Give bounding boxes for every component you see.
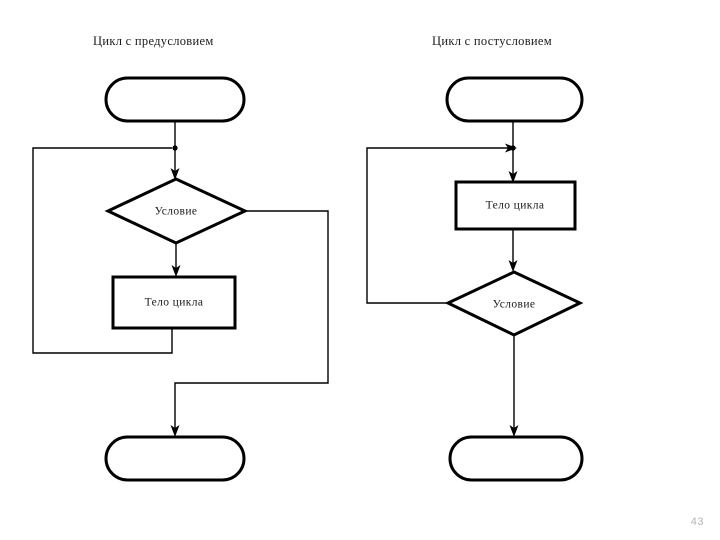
diagram-pre-condition: Условие Тело цикла	[32, 76, 329, 482]
arrow-head-feedback-right	[505, 143, 517, 153]
node-condition-label-left: Условие	[155, 206, 198, 218]
diagram-title-post-condition: Цикл с постусловием	[432, 34, 552, 48]
node-start-terminator-right[interactable]	[445, 76, 584, 123]
node-body-process-left[interactable]	[111, 275, 237, 330]
arrow-head-to-body-right	[508, 171, 518, 183]
arrow-head-to-end-left	[170, 425, 180, 437]
node-body-label-left: Тело цикла	[145, 297, 204, 309]
diagram-post-condition: Тело цикла Условие	[366, 76, 584, 482]
arrow-head-to-end-right	[509, 425, 519, 437]
node-end-terminator-left[interactable]	[104, 435, 246, 482]
node-start-terminator-left[interactable]	[104, 76, 246, 123]
edge-condition-feedback-right	[366, 147, 510, 304]
arrow-head-to-body-left	[171, 265, 181, 277]
diagram-title-pre-condition: Цикл с предусловием	[93, 34, 214, 48]
edge-condition-exit-left	[174, 210, 329, 430]
node-end-terminator-right[interactable]	[448, 435, 584, 482]
arrow-head-to-condition-left	[170, 168, 180, 180]
page-number: 43	[690, 516, 704, 528]
node-body-process-right[interactable]	[454, 180, 577, 231]
arrow-head-to-condition-right	[508, 260, 518, 272]
node-body-label-right: Тело цикла	[486, 200, 545, 212]
edge-body-feedback-left	[32, 147, 173, 354]
node-condition-label-right: Условие	[493, 299, 536, 311]
